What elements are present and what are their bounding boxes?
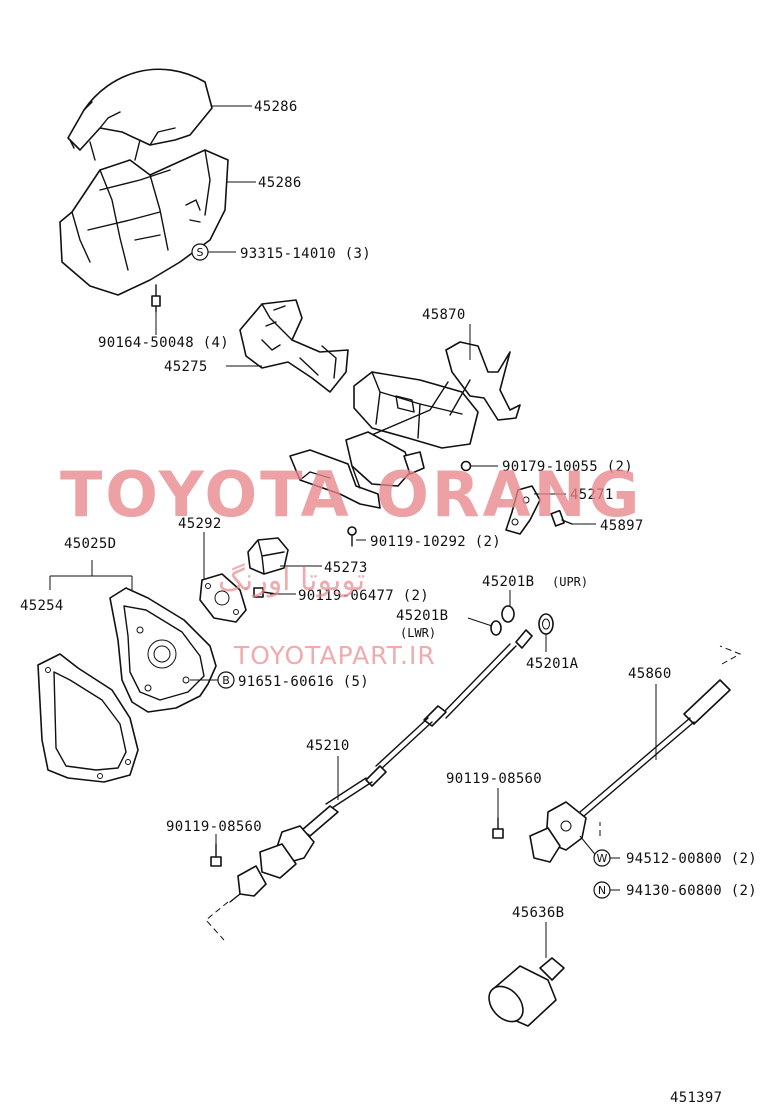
svg-text:S: S (197, 246, 204, 259)
label-45273: 45273 (324, 560, 368, 576)
watermark-persian: تویوتا اورنگ (218, 563, 365, 598)
label-94130: 94130-60800 (2) (626, 883, 757, 899)
svg-text:B: B (222, 674, 230, 687)
label-90164: 90164-50048 (4) (98, 335, 229, 351)
svg-text:N: N (598, 884, 606, 897)
bracket-leader-45025d (49, 560, 133, 590)
label-45292: 45292 (178, 516, 222, 532)
screw-90119-10292 (347, 526, 357, 547)
label-upr: (UPR) (552, 575, 588, 589)
label-94512: 94512-00800 (2) (626, 851, 757, 867)
label-45860: 45860 (628, 666, 672, 682)
label-45271: 45271 (570, 487, 614, 503)
svg-text:W: W (597, 852, 608, 865)
seal-45254 (37, 653, 139, 783)
plate-45292 (199, 573, 247, 623)
label-45286-upper: 45286 (254, 99, 298, 115)
shaft-45210-hidden-line (205, 901, 229, 941)
bolt-45897 (550, 509, 573, 527)
marker-w: W (593, 849, 611, 867)
seal-45201b-upper (501, 605, 515, 623)
screw-90164 (151, 284, 161, 313)
label-45897: 45897 (600, 518, 644, 534)
column-cover-upper (67, 68, 213, 161)
marker-n: N (593, 881, 611, 899)
boot-45636b (488, 957, 565, 1027)
watermark-site: TOYOTAPART.IR (233, 641, 436, 670)
diagram-number: 451397 (670, 1090, 722, 1106)
bushing-45273 (247, 537, 289, 575)
clip-45271 (505, 485, 541, 535)
label-90119-06477: 90119-06477 (2) (298, 588, 429, 604)
bolt-90119-08560-right (492, 817, 504, 839)
column-assembly-45870 (289, 341, 521, 509)
label-45275: 45275 (164, 359, 208, 375)
label-45025d: 45025D (64, 536, 116, 552)
marker-s: S (191, 243, 209, 261)
label-90119-10292: 90119-10292 (2) (370, 534, 501, 550)
label-45210: 45210 (306, 738, 350, 754)
label-lwr: (LWR) (400, 626, 436, 640)
bracket-45025d (109, 587, 217, 713)
intermediate-shaft-45860 (529, 679, 731, 863)
label-45201b-lwr: 45201B (396, 608, 448, 624)
label-91651: 91651-60616 (5) (238, 674, 369, 690)
label-45286-lower: 45286 (258, 175, 302, 191)
bolt-90119-08560-left (210, 843, 222, 867)
bracket-45275 (239, 299, 349, 393)
watermark-brand: TOYOTA ORANG (60, 458, 642, 531)
main-shaft-45210 (229, 629, 533, 903)
column-cover-lower (59, 149, 229, 296)
label-90179: 90179-10055 (2) (502, 459, 633, 475)
label-93315: 93315-14010 (3) (240, 246, 371, 262)
leader-lines (155, 105, 657, 958)
bearing-45201a (538, 613, 554, 635)
label-90119-08560-right: 90119-08560 (446, 771, 542, 787)
label-45201a: 45201A (526, 656, 579, 672)
shaft-45860-hidden-line (719, 645, 742, 665)
marker-b: B (217, 671, 235, 689)
label-45636b: 45636B (512, 905, 564, 921)
seal-45201b-lower (490, 620, 502, 636)
label-45870: 45870 (422, 307, 466, 323)
label-90119-08560-left: 90119-08560 (166, 819, 262, 835)
label-45201b-upr: 45201B (482, 574, 534, 590)
label-45254: 45254 (20, 598, 64, 614)
